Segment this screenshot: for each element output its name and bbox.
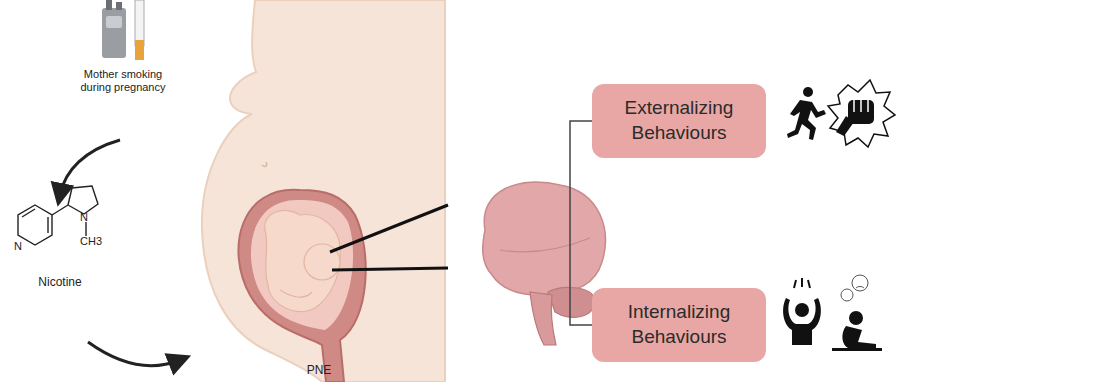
- fetus: [265, 210, 340, 311]
- flow-arrow: [88, 342, 180, 366]
- label: Nicotine: [38, 275, 81, 289]
- label: N: [80, 211, 88, 224]
- uterus: [238, 190, 365, 382]
- box-text: Externalizing Behaviours: [602, 96, 756, 145]
- zoom-line: [332, 268, 448, 270]
- box-text: Internalizing Behaviours: [602, 300, 756, 349]
- amniotic-sac: [251, 200, 353, 330]
- sad-icon: [832, 275, 882, 351]
- fist-icon: [828, 80, 895, 147]
- label: Mother smoking during pregnancy: [73, 68, 173, 93]
- mother-body: [202, 0, 445, 382]
- behaviour-box: Externalizing Behaviours: [592, 84, 766, 158]
- label: CH3: [80, 235, 102, 248]
- label: PNE: [307, 363, 332, 377]
- brain: [483, 182, 606, 345]
- bracket: [570, 121, 592, 325]
- behaviour-box: Internalizing Behaviours: [592, 288, 766, 362]
- label: N: [14, 240, 22, 253]
- running-icon: [787, 87, 826, 140]
- zoom-line: [330, 205, 448, 252]
- stress-icon: [783, 278, 821, 345]
- vape-icon: [102, 0, 144, 60]
